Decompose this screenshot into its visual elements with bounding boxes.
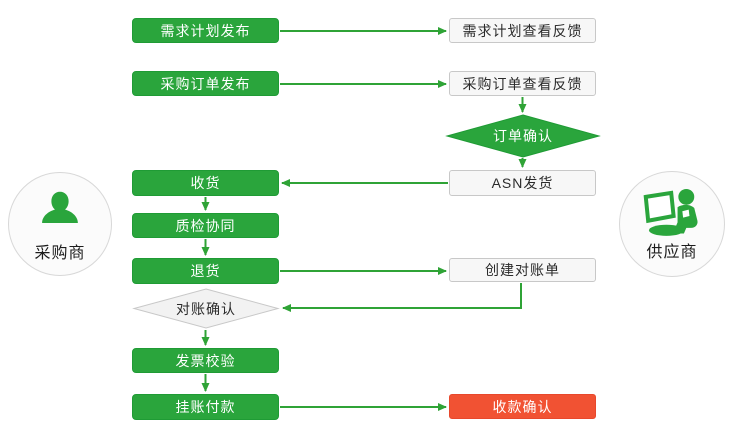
node-order-confirm-label: 订单确认: [493, 128, 553, 144]
node-invoice-verify: 发票校验: [132, 348, 279, 373]
node-plan-feedback: 需求计划查看反馈: [449, 18, 596, 43]
node-pending-payment-label: 挂账付款: [175, 399, 236, 415]
buyer-person-icon: [34, 186, 86, 238]
node-po-feedback: 采购订单查看反馈: [449, 71, 596, 96]
node-return-goods-label: 退货: [190, 263, 221, 279]
node-receive: 收货: [132, 170, 279, 196]
node-po-publish: 采购订单发布: [132, 71, 279, 96]
node-invoice-verify-label: 发票校验: [175, 352, 236, 369]
node-quality-check-label: 质检协同: [175, 217, 236, 234]
node-asn-ship-label: ASN发货: [491, 175, 554, 191]
node-payment-confirm-label: 收款确认: [492, 398, 553, 415]
supplier-actor: 供应商: [619, 171, 725, 277]
node-po-publish-label: 采购订单发布: [160, 75, 251, 92]
buyer-label: 采购商: [34, 244, 86, 262]
node-po-feedback-label: 采购订单查看反馈: [462, 75, 583, 92]
node-create-statement: 创建对账单: [449, 258, 596, 282]
node-plan-publish: 需求计划发布: [132, 18, 279, 43]
node-order-confirm: 订单确认: [445, 114, 601, 158]
node-asn-ship: ASN发货: [449, 170, 596, 196]
supplier-person-computer-icon: [641, 187, 703, 237]
statement-confirm-diamond-shape: [132, 288, 280, 329]
node-plan-publish-label: 需求计划发布: [160, 22, 251, 39]
node-create-statement-label: 创建对账单: [485, 262, 560, 278]
node-quality-check: 质检协同: [132, 213, 279, 238]
node-plan-feedback-label: 需求计划查看反馈: [462, 22, 583, 39]
order-confirm-diamond-shape: [445, 114, 601, 158]
node-payment-confirm: 收款确认: [449, 394, 596, 419]
node-receive-label: 收货: [190, 175, 221, 191]
node-statement-confirm: 对账确认: [132, 288, 280, 329]
buyer-actor: 采购商: [8, 172, 112, 276]
node-pending-payment: 挂账付款: [132, 394, 279, 420]
node-return-goods: 退货: [132, 258, 279, 284]
supplier-label: 供应商: [646, 243, 698, 261]
node-statement-confirm-label: 对账确认: [176, 300, 236, 317]
